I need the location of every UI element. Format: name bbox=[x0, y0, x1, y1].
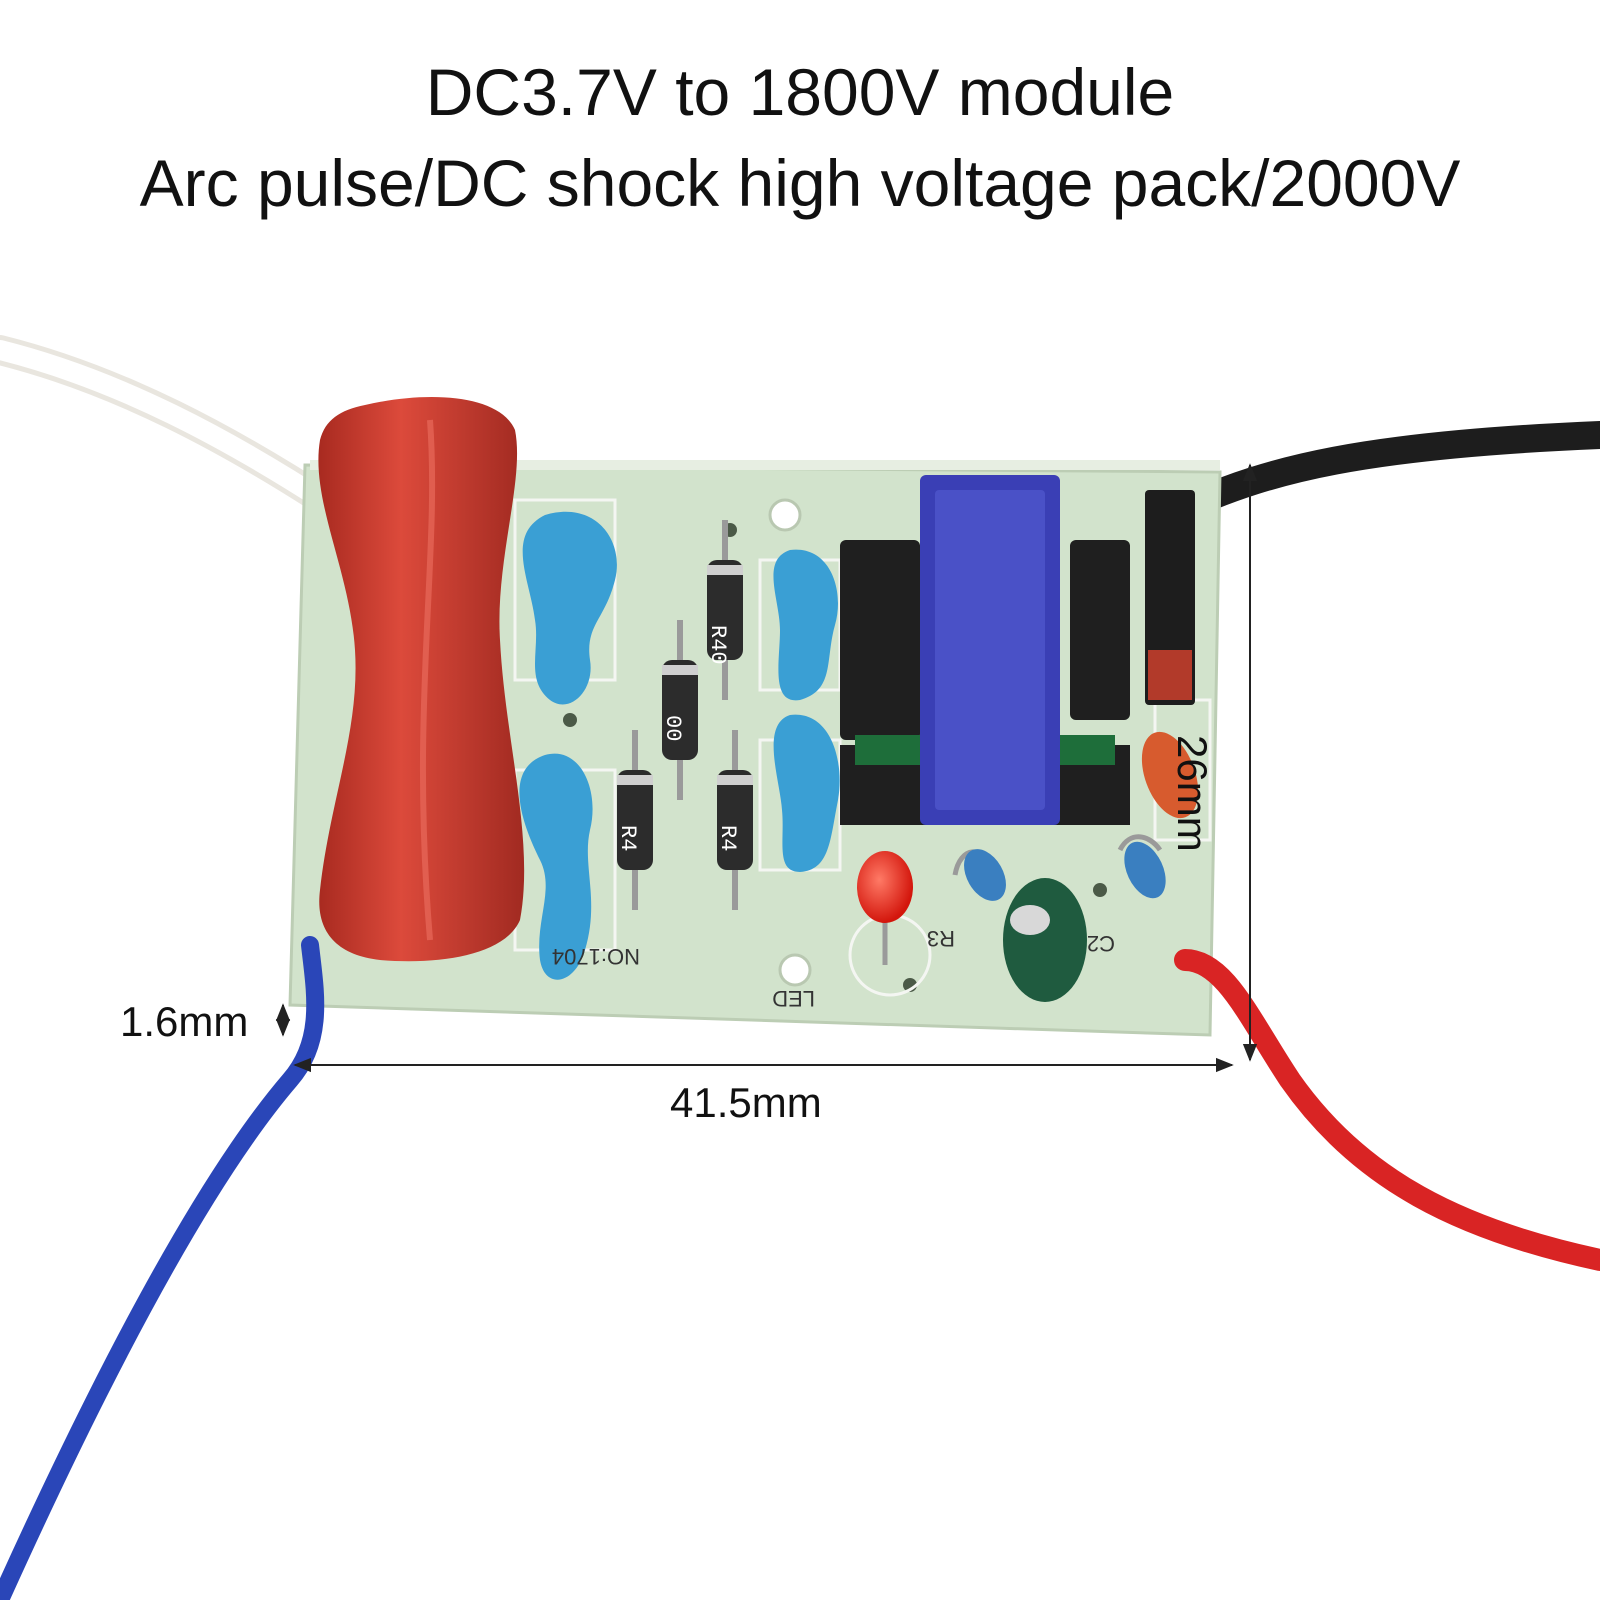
diode bbox=[717, 730, 753, 910]
diode-marking: R4 bbox=[615, 825, 640, 851]
diode bbox=[662, 620, 698, 800]
electrolytic-capacitor bbox=[1003, 878, 1087, 1002]
resistor-label: R3 bbox=[927, 926, 955, 951]
height-dimension-label: 26mm bbox=[1169, 735, 1216, 852]
diode bbox=[617, 730, 653, 910]
title-line-1: DC3.7V to 1800V module bbox=[425, 55, 1175, 129]
part-number-marking: NO:1704 bbox=[552, 944, 640, 969]
orange-capacitor bbox=[1141, 731, 1199, 819]
mounting-hole bbox=[778, 953, 812, 987]
width-dimension-label: 41.5mm bbox=[670, 1079, 822, 1126]
red-wire bbox=[1174, 949, 1600, 1271]
transformer-coil-left bbox=[840, 540, 920, 740]
black-wire bbox=[1176, 421, 1600, 519]
red-led bbox=[857, 851, 913, 923]
diode-marking: R40 bbox=[705, 625, 730, 665]
resistor bbox=[1124, 841, 1166, 899]
diode bbox=[707, 520, 743, 700]
capacitor-label: C2 bbox=[1087, 931, 1115, 956]
diode-marking: 00 bbox=[660, 715, 685, 741]
mounting-hole bbox=[768, 498, 802, 532]
thickness-dimension-label: 1.6mm bbox=[120, 998, 249, 1045]
blue-ceramic-capacitor bbox=[519, 753, 593, 980]
resistor bbox=[964, 849, 1006, 901]
title-line-2: Arc pulse/DC shock high voltage pack/200… bbox=[139, 146, 1461, 220]
blue-wire bbox=[0, 936, 325, 1600]
transformer-coil-right bbox=[1070, 540, 1130, 720]
blue-ceramic-capacitor bbox=[522, 511, 617, 705]
blue-ceramic-capacitor bbox=[773, 714, 840, 872]
diode-marking: R4 bbox=[715, 825, 740, 851]
blue-ceramic-capacitor bbox=[773, 549, 838, 701]
led-label: LED bbox=[772, 986, 815, 1011]
red-hv-capacitor bbox=[318, 397, 525, 962]
